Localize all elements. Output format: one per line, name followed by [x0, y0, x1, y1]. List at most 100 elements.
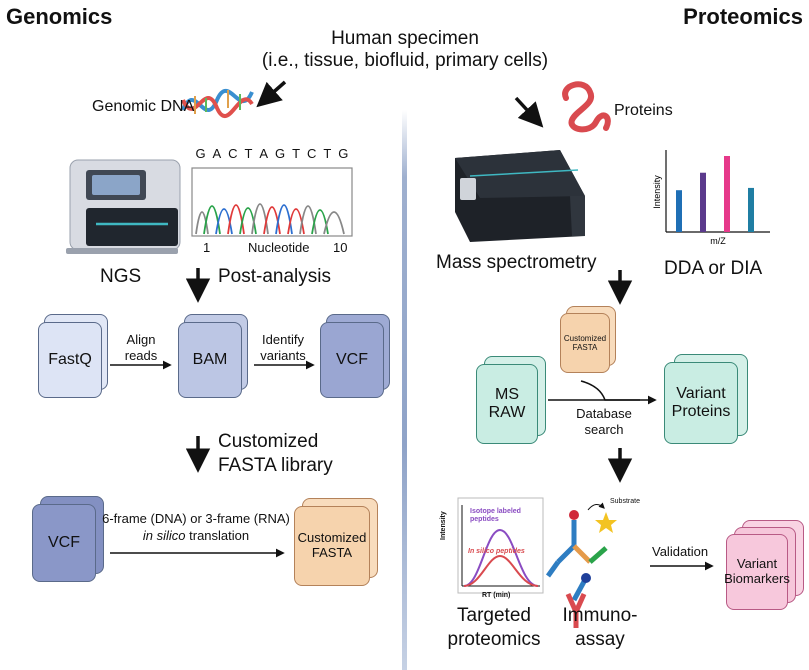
sequence-letter: T [292, 146, 301, 161]
dna-sequence: G A C T A G T C T G [192, 146, 352, 161]
bam-label: BAM [192, 350, 228, 368]
customized-line-2: FASTA library [218, 455, 333, 476]
specimen-line-2: (i.e., tissue, biofluid, primary cells) [261, 50, 549, 71]
spectrum-bar [724, 156, 730, 232]
fasta-small-line-1: Customized [563, 333, 607, 343]
targeted-line-1: Targeted [457, 605, 531, 626]
translation-line-1: 6-frame (DNA) or 3-frame (RNA) [102, 511, 290, 526]
ngs-label: NGS [100, 266, 142, 287]
sequence-letter: A [259, 146, 269, 161]
isotope-line-1: Isotope labeled [470, 508, 521, 515]
customized-fasta-library-label: Customized FASTA library [218, 430, 333, 478]
spectrum-bar [700, 172, 706, 232]
chromatogram-axis-label: Nucleotide [248, 240, 310, 255]
dda-dia-label: DDA or DIA [664, 258, 763, 279]
variant-proteins-doc [664, 362, 738, 444]
genomics-header: Genomics [6, 4, 113, 29]
mass-spectrometry-label: Mass spectrometry [436, 252, 597, 273]
immuno-line-1: Immuno- [562, 605, 638, 626]
translation-line-2: in silico translation [98, 527, 294, 544]
fastq-label: FastQ [48, 350, 92, 368]
vcf-label: VCF [336, 350, 368, 368]
fasta-line-2: FASTA [311, 545, 353, 560]
targeted-line-2: proteomics [447, 629, 541, 650]
protein-icon [562, 81, 611, 133]
immuno-line-2: assay [575, 629, 625, 650]
proteins-label: Proteins [614, 102, 673, 119]
sequence-letter: G [195, 146, 206, 161]
fasta-doc [294, 506, 370, 586]
specimen-title: Human specimen (i.e., tissue, biofluid, … [250, 28, 560, 72]
database-line-1: Database [576, 406, 632, 421]
sequence-letter: G [275, 146, 286, 161]
identify-variants-label: Identify variants [252, 332, 314, 364]
sequence-letter: T [323, 146, 332, 161]
ms-raw-line-2: RAW [488, 404, 526, 421]
biomarkers-doc [726, 534, 788, 610]
targeted-xlabel: RT (min) [482, 592, 511, 599]
genomic-dna-label: Genomic DNA [92, 98, 195, 115]
identify-variants-line-2: variants [260, 348, 306, 363]
isotope-line-2: peptides [470, 516, 499, 523]
sequence-letter: A [212, 146, 222, 161]
fasta-line-1: Customized [297, 530, 367, 546]
database-search-label: Database search [566, 406, 642, 438]
chromatogram-left-tick: 1 [203, 240, 211, 255]
specimen-line-1: Human specimen [331, 28, 479, 49]
fasta-small-doc [560, 313, 610, 373]
targeted-proteomics-label: Targeted proteomics [436, 604, 552, 652]
proteomics-header: Proteomics [683, 4, 803, 29]
database-line-2: search [584, 422, 624, 437]
sequence-letter: G [338, 146, 349, 161]
vcf2-label: VCF [48, 533, 80, 551]
vcf2-doc [32, 504, 96, 582]
ms-raw-doc [476, 364, 538, 444]
variant-line-1: Variant [676, 384, 726, 402]
fasta-small-line-2: FASTA [572, 343, 598, 352]
variant-line-2: Proteins [671, 403, 731, 420]
chromatogram-right-tick: 10 [333, 240, 348, 255]
translation-label: 6-frame (DNA) or 3-frame (RNA) in silico… [98, 510, 294, 544]
insilico-peptides-label: In silico peptides [468, 548, 525, 555]
targeted-ylabel: Intensity [440, 511, 447, 540]
spectrum-chart: Intensity m/Z [652, 150, 770, 246]
dna-helix-icon [181, 88, 254, 118]
post-analysis-label: Post-analysis [218, 266, 331, 287]
biomarkers-line-1: Variant [736, 556, 778, 572]
align-reads-line-2: reads [124, 348, 158, 363]
isotope-label: Isotope labeled peptides [470, 508, 521, 524]
arrow-specimen-to-proteins [514, 96, 544, 128]
biomarkers-line-2: Biomarkers [724, 571, 790, 586]
spectrum-bar [748, 187, 754, 232]
validation-label: Validation [652, 544, 709, 559]
substrate-star-icon [595, 512, 617, 533]
mass-spectrometer-icon [455, 150, 585, 242]
ngs-sequencer-icon [66, 159, 181, 254]
sequence-letter: C [307, 146, 317, 161]
section-divider [402, 110, 407, 670]
arrow-specimen-to-dna [256, 80, 287, 108]
translation-word: translation [185, 528, 250, 543]
sequence-letter: C [228, 146, 238, 161]
fastq-doc [38, 322, 102, 398]
sequence-letter: T [244, 146, 253, 161]
targeted-chart [457, 497, 544, 594]
align-reads-line-1: Align [126, 332, 156, 347]
identify-variants-line-1: Identify [262, 332, 304, 347]
substrate-label: Substrate [610, 498, 640, 505]
ms-raw-line-1: MS [494, 385, 519, 403]
arrow-fasta-merge [580, 380, 640, 401]
spectrum-ylabel: Intensity [652, 175, 662, 209]
immunoassay-label: Immuno- assay [560, 604, 640, 652]
bam-doc [178, 322, 242, 398]
in-silico-text: in silico [142, 528, 186, 543]
customized-line-1: Customized [218, 431, 319, 452]
vcf-doc [320, 322, 384, 398]
chromatogram [191, 167, 353, 237]
spectrum-bar [676, 190, 682, 232]
